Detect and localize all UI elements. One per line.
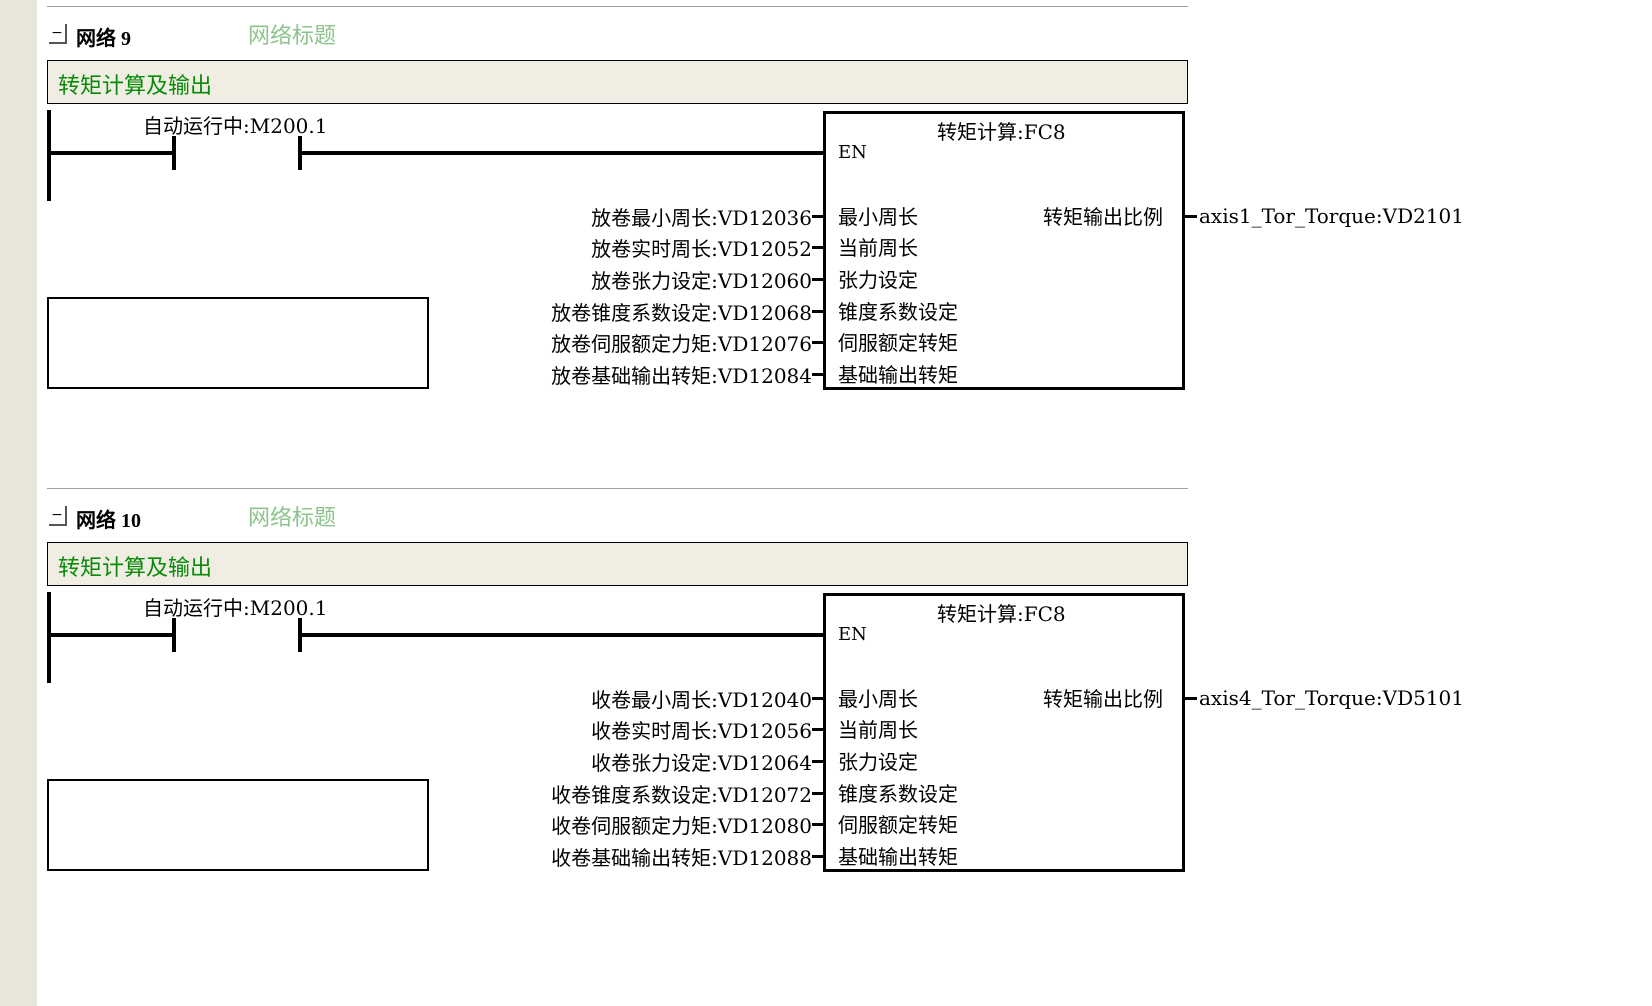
contact-left[interactable] <box>172 136 176 170</box>
input-pin: 最小周长 <box>838 205 918 229</box>
input-stub <box>812 246 824 249</box>
input-pin: 当前周长 <box>838 718 918 742</box>
output-stub <box>1185 697 1197 700</box>
power-rail <box>47 110 51 201</box>
input-operand[interactable]: 收卷伺服额定力矩:VD12080 <box>551 814 812 838</box>
input-stub <box>812 823 824 826</box>
output-operand[interactable]: axis4_Tor_Torque:VD5101 <box>1199 686 1464 710</box>
input-operand[interactable]: 放卷锥度系数设定:VD12068 <box>551 301 812 325</box>
input-pin: 最小周长 <box>838 687 918 711</box>
input-pin: 锥度系数设定 <box>838 782 958 806</box>
contact-left[interactable] <box>172 618 176 652</box>
empty-rung-element[interactable] <box>47 297 429 389</box>
network-name: 网络 9 <box>76 28 131 50</box>
input-operand[interactable]: 收卷锥度系数设定:VD12072 <box>551 783 812 807</box>
network-comment-text: 转矩计算及输出 <box>58 556 213 581</box>
wire <box>47 151 175 155</box>
input-operand[interactable]: 放卷实时周长:VD12052 <box>591 237 812 261</box>
wire <box>298 633 824 637</box>
contact-label[interactable]: 自动运行中:M200.1 <box>143 596 328 620</box>
network: − 网络 10 网络标题 转矩计算及输出 自动运行中:M200.1 转矩计算:F… <box>0 482 1652 964</box>
input-stub <box>812 310 824 313</box>
network-title[interactable]: 网络标题 <box>248 506 337 531</box>
function-block[interactable] <box>823 593 1185 872</box>
input-pin: 伺服额定转矩 <box>838 331 958 355</box>
en-pin: EN <box>838 624 867 645</box>
input-stub <box>812 760 824 763</box>
input-pin: 伺服额定转矩 <box>838 813 958 837</box>
block-title: 转矩计算:FC8 <box>937 120 1066 144</box>
input-stub <box>812 728 824 731</box>
input-stub <box>812 215 824 218</box>
left-gutter <box>0 0 37 1006</box>
input-operand[interactable]: 收卷最小周长:VD12040 <box>591 688 812 712</box>
input-operand[interactable]: 收卷张力设定:VD12064 <box>591 751 812 775</box>
network: − 网络 9 网络标题 转矩计算及输出 自动运行中:M200.1 转矩计算:FC… <box>0 0 1652 482</box>
output-pin: 转矩输出比例 <box>1043 205 1163 229</box>
power-rail <box>47 592 51 683</box>
wire <box>298 151 824 155</box>
output-pin: 转矩输出比例 <box>1043 687 1163 711</box>
input-stub <box>812 278 824 281</box>
collapse-toggle-icon[interactable]: − <box>49 506 67 526</box>
wire <box>47 633 175 637</box>
input-operand[interactable]: 收卷基础输出转矩:VD12088 <box>551 846 812 870</box>
network-name: 网络 10 <box>76 510 141 532</box>
network-comment-text: 转矩计算及输出 <box>58 74 213 99</box>
collapse-toggle-icon[interactable]: − <box>49 24 67 44</box>
input-pin: 基础输出转矩 <box>838 845 958 869</box>
input-operand[interactable]: 放卷最小周长:VD12036 <box>591 206 812 230</box>
input-pin: 锥度系数设定 <box>838 300 958 324</box>
input-operand[interactable]: 放卷基础输出转矩:VD12084 <box>551 364 812 388</box>
empty-rung-element[interactable] <box>47 779 429 871</box>
network-divider <box>47 6 1188 7</box>
input-pin: 张力设定 <box>838 268 918 292</box>
input-stub <box>812 373 824 376</box>
en-pin: EN <box>838 142 867 163</box>
output-stub <box>1185 215 1197 218</box>
input-pin: 基础输出转矩 <box>838 363 958 387</box>
input-pin: 当前周长 <box>838 236 918 260</box>
input-operand[interactable]: 放卷张力设定:VD12060 <box>591 269 812 293</box>
input-pin: 张力设定 <box>838 750 918 774</box>
input-operand[interactable]: 放卷伺服额定力矩:VD12076 <box>551 332 812 356</box>
function-block[interactable] <box>823 111 1185 390</box>
input-stub <box>812 341 824 344</box>
network-comment[interactable]: 转矩计算及输出 <box>47 542 1188 586</box>
input-stub <box>812 697 824 700</box>
output-operand[interactable]: axis1_Tor_Torque:VD2101 <box>1199 204 1464 228</box>
contact-label[interactable]: 自动运行中:M200.1 <box>143 114 328 138</box>
network-comment[interactable]: 转矩计算及输出 <box>47 60 1188 104</box>
input-stub <box>812 855 824 858</box>
input-stub <box>812 792 824 795</box>
block-title: 转矩计算:FC8 <box>937 602 1066 626</box>
network-divider <box>47 488 1188 489</box>
input-operand[interactable]: 收卷实时周长:VD12056 <box>591 719 812 743</box>
network-title[interactable]: 网络标题 <box>248 24 337 49</box>
